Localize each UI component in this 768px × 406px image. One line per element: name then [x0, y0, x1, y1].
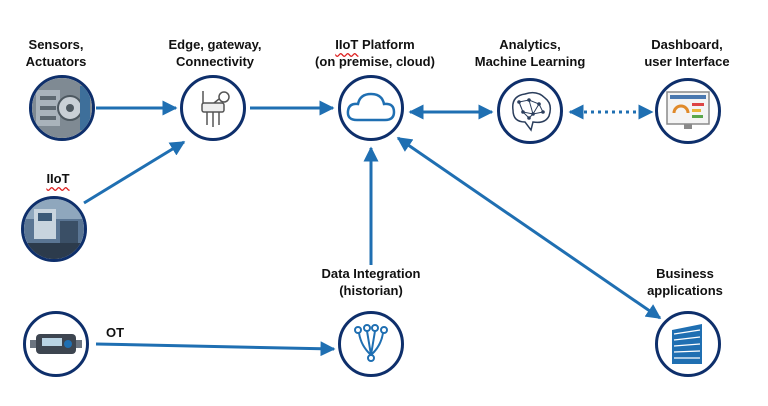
node-data-integration [338, 311, 404, 377]
arrow-iiot-to-edge [83, 140, 186, 205]
label-platform: IIoT Platform (on premise, cloud) [300, 36, 450, 70]
label-ot: OT [105, 325, 125, 340]
node-edge [180, 75, 246, 141]
cloud-icon [346, 92, 396, 122]
brain-network-icon [512, 91, 552, 132]
office-building-icon [672, 324, 702, 364]
dashboard-screen-icon [666, 91, 710, 129]
label-dashboard: Dashboard, user Interface [644, 37, 730, 69]
label-business: Business applications [647, 266, 723, 298]
label-analytics: Analytics, Machine Learning [474, 37, 586, 69]
label-edge: Edge, gateway, Connectivity [168, 37, 262, 69]
label-iiot: IIoT [46, 171, 70, 186]
meter-device-icon [30, 334, 82, 354]
arrow-ot-to-integration [95, 341, 336, 357]
node-platform [338, 75, 404, 141]
label-platform-rest: Platform (on premise, cloud) [315, 37, 435, 69]
industrial-plant-photo-icon [24, 199, 84, 259]
machinery-photo-icon [32, 78, 92, 138]
node-analytics [497, 78, 563, 144]
arrow-platform-business [396, 136, 662, 320]
gateway-sensor-icon [201, 91, 230, 127]
node-sensors [29, 75, 95, 141]
label-sensors: Sensors, Actuators [25, 37, 87, 69]
label-data-integration: Data Integration (historian) [321, 266, 421, 298]
node-business [655, 311, 721, 377]
data-merge-icon [354, 324, 388, 362]
node-dashboard [655, 78, 721, 144]
node-ot [23, 311, 89, 377]
label-platform-prefix: IIoT [335, 37, 359, 52]
node-iiot [21, 196, 87, 262]
